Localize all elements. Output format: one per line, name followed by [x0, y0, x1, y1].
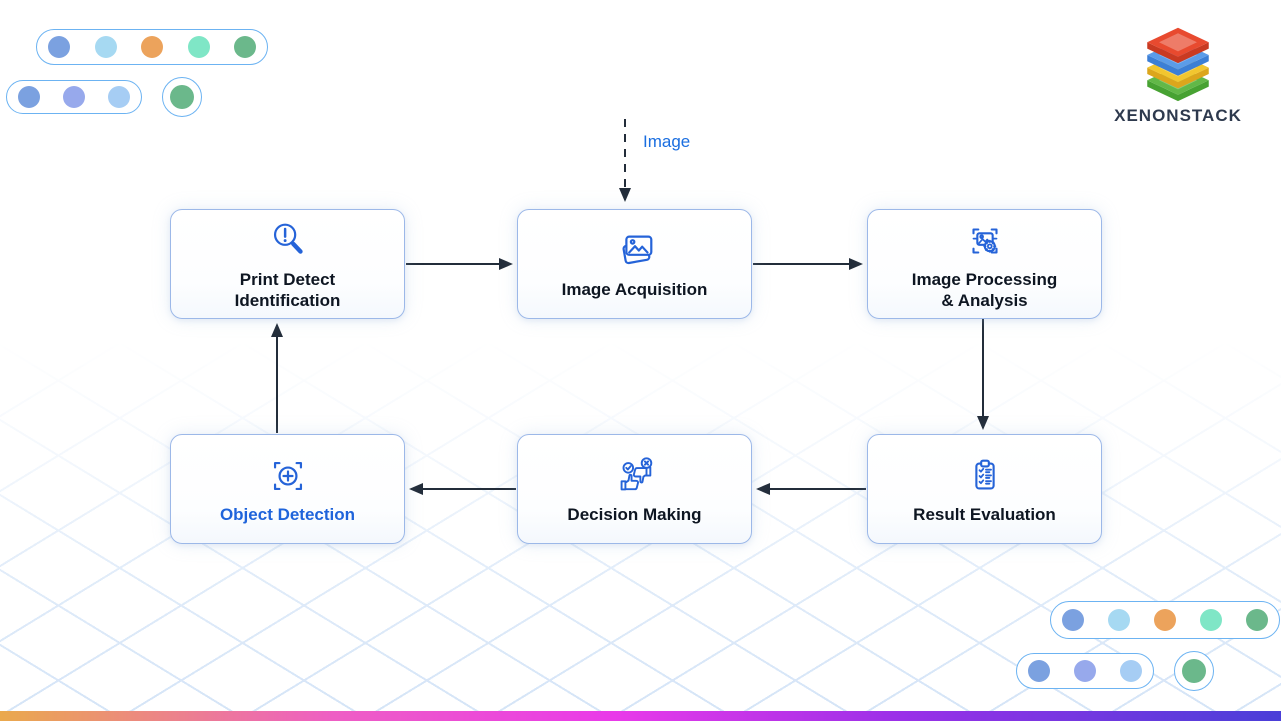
decor-dot	[1108, 609, 1130, 631]
decor-ring-bottom-right	[1174, 651, 1214, 691]
node-result-evaluation: Result Evaluation	[867, 434, 1102, 544]
decor-dot	[187, 36, 210, 58]
node-object-detection: Object Detection	[170, 434, 405, 544]
decor-pill-bottom-right-1	[1050, 601, 1280, 639]
decor-dot	[1028, 660, 1050, 682]
node-print-detect-identification: Print Detect Identification	[170, 209, 405, 319]
decor-dot	[1074, 660, 1096, 682]
photo-icon	[621, 235, 652, 265]
decor-dot	[1120, 660, 1142, 682]
decor-dot	[1246, 609, 1268, 631]
decor-dot	[1062, 609, 1084, 631]
decor-dot	[234, 36, 256, 58]
node-label: Result Evaluation	[913, 505, 1056, 524]
decor-pill-top-left-1	[36, 29, 268, 65]
node-image-acquisition: Image Acquisition	[517, 209, 752, 319]
image-scan-gear-icon	[971, 227, 998, 254]
decor-dot	[63, 86, 85, 108]
node-label: Image Processing & Analysis	[911, 269, 1058, 310]
thumbs-decision-icon	[620, 457, 652, 491]
node-label: Decision Making	[567, 505, 702, 524]
xenonstack-logo-icon	[1147, 27, 1209, 102]
node-image-processing-analysis: Image Processing & Analysis	[867, 209, 1102, 319]
decor-pill-bottom-right-2	[1016, 653, 1154, 689]
decor-dot	[1200, 609, 1222, 631]
brand-name: XENONSTACK	[1114, 106, 1242, 125]
clipboard-checklist-icon	[974, 459, 995, 490]
xenonstack-logo: XENONSTACK	[1100, 26, 1256, 126]
magnifier-alert-icon	[273, 223, 303, 254]
image-input-label: Image	[643, 132, 691, 151]
decor-dot	[141, 36, 163, 58]
decor-dot	[170, 85, 194, 109]
decor-pill-top-left-2	[6, 80, 142, 114]
bottom-gradient-bar	[0, 711, 1281, 721]
node-label: Object Detection	[219, 505, 356, 524]
decor-dot	[1154, 609, 1176, 631]
decor-dot	[1182, 659, 1206, 683]
decor-ring-top-left	[162, 77, 202, 117]
focus-target-icon	[273, 461, 302, 491]
node-label: Image Acquisition	[561, 280, 708, 299]
node-decision-making: Decision Making	[517, 434, 752, 544]
node-label: Print Detect Identification	[234, 269, 341, 310]
decor-dot	[94, 36, 117, 58]
decor-dot	[108, 86, 130, 108]
decor-dot	[48, 36, 70, 58]
decor-dot	[18, 86, 40, 108]
